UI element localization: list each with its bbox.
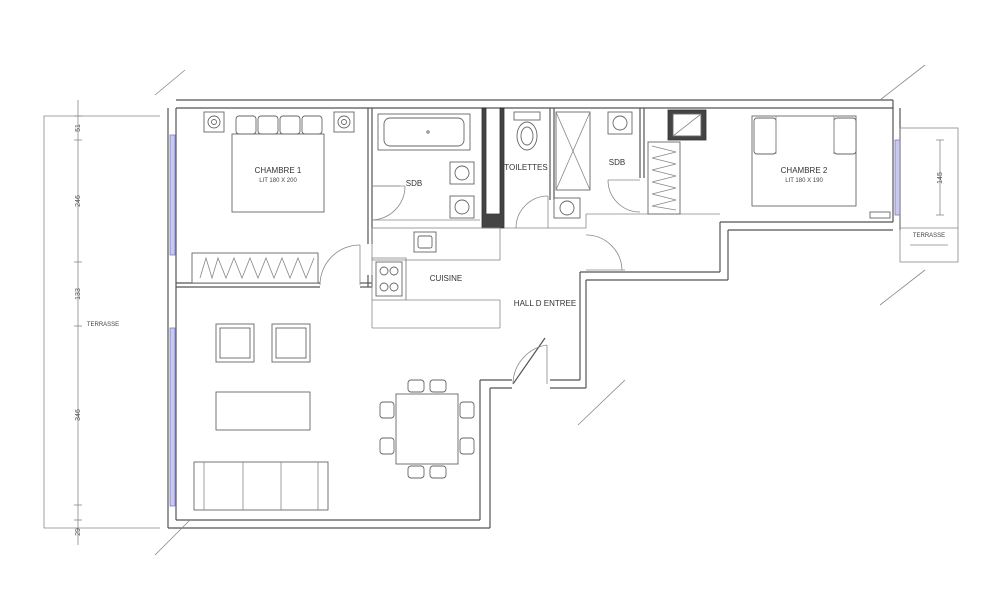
dim-left-1: 51: [75, 124, 82, 132]
sdb2-fixtures: [553, 111, 633, 219]
bedroom1-furniture: [191, 111, 355, 284]
outer-walls: [167, 99, 901, 529]
label-chambre1: CHAMBRE 1: [255, 166, 302, 175]
sofa: [193, 461, 329, 511]
label-toilettes: TOILETTES: [504, 163, 547, 172]
bed-chambre1: [231, 133, 325, 213]
window-bedroom2: [894, 139, 901, 216]
dressing: [647, 109, 707, 215]
dim-left-2: 246: [75, 195, 82, 207]
label-chambre2: CHAMBRE 2: [781, 166, 828, 175]
terrace-left: [43, 115, 160, 529]
dim-left-4: 346: [75, 409, 82, 421]
break-lines: [154, 64, 926, 556]
label-cuisine: CUISINE: [430, 274, 462, 283]
label-hall: HALL D ENTREE: [514, 299, 576, 308]
window-living: [169, 327, 176, 507]
dim-left-3: 133: [75, 288, 82, 300]
sdb1-fixtures: [377, 113, 475, 219]
dim-right: 145: [937, 172, 944, 184]
terrace-right: [899, 127, 959, 263]
label-terrasse-left: TERRASSE: [87, 322, 119, 328]
dim-left-5: 29: [75, 528, 82, 536]
kitchen-fixtures: [375, 231, 437, 297]
bedroom2-furniture: [751, 115, 891, 219]
living-furniture: [193, 323, 475, 511]
doors: [319, 179, 641, 385]
label-chambre2-bed: LIT 180 X 190: [785, 178, 823, 184]
dimension-line-left: [74, 100, 82, 545]
toilettes-fixtures: [513, 111, 541, 151]
window-bedroom1: [169, 134, 176, 256]
label-sdb1: SDB: [406, 179, 422, 188]
label-sdb2: SDB: [609, 158, 625, 167]
label-chambre1-bed: LIT 180 X 200: [259, 178, 297, 184]
coffee-table: [215, 391, 311, 431]
label-terrasse-right: TERRASSE: [913, 233, 945, 239]
dining-table: [395, 393, 459, 465]
